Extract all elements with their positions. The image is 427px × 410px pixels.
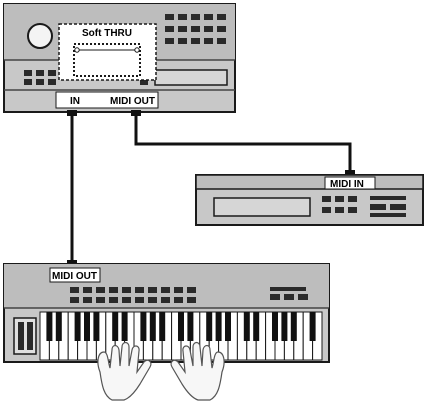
sequencer-port-bar	[55, 91, 159, 109]
sequencer-buttons-top	[165, 14, 226, 44]
knob-icon	[27, 23, 53, 49]
cable-sequencer-to-module	[134, 113, 352, 175]
black-key	[243, 312, 250, 341]
black-key	[46, 312, 53, 341]
black-key	[206, 312, 213, 341]
port-midi-out-label: MIDI OUT	[110, 96, 155, 107]
black-key	[215, 312, 222, 341]
black-key	[149, 312, 156, 341]
soft-thru-box: Soft THRU	[58, 23, 157, 81]
port-in-label: IN	[70, 96, 80, 107]
black-key	[84, 312, 90, 341]
sequencer-unit: Soft THRU IN MIDI OUT	[3, 3, 236, 113]
black-key	[253, 312, 260, 341]
hands-illustration	[97, 341, 225, 401]
piano-keys	[39, 311, 323, 361]
black-key	[140, 312, 147, 341]
black-key	[121, 312, 128, 341]
black-key	[74, 312, 81, 341]
black-key	[178, 312, 184, 341]
black-key	[55, 312, 62, 341]
black-key	[309, 312, 316, 341]
black-key	[93, 312, 100, 341]
black-key	[272, 312, 278, 341]
keyboard-buttons	[70, 287, 308, 303]
black-key	[159, 312, 166, 341]
module-buttons	[322, 196, 406, 217]
black-key	[281, 312, 288, 341]
sound-module-unit: MIDI IN	[195, 174, 424, 226]
sequencer-display	[154, 69, 228, 86]
black-key	[112, 312, 119, 341]
black-key	[290, 312, 297, 341]
module-display	[213, 197, 311, 217]
black-key	[225, 312, 231, 341]
sequencer-buttons-bottom	[24, 70, 56, 85]
right-hand-icon	[170, 341, 225, 401]
soft-thru-label: Soft THRU	[82, 28, 132, 39]
pitch-wheel-icon	[18, 322, 24, 350]
keyboard-unit: MIDI OUT	[3, 263, 330, 363]
left-hand-icon	[97, 341, 152, 401]
midi-cables	[70, 113, 352, 265]
mod-wheel-icon	[27, 322, 33, 350]
keyboard-midi-out-label: MIDI OUT	[52, 271, 97, 282]
black-key	[187, 312, 194, 341]
module-midi-in-label: MIDI IN	[330, 179, 364, 190]
